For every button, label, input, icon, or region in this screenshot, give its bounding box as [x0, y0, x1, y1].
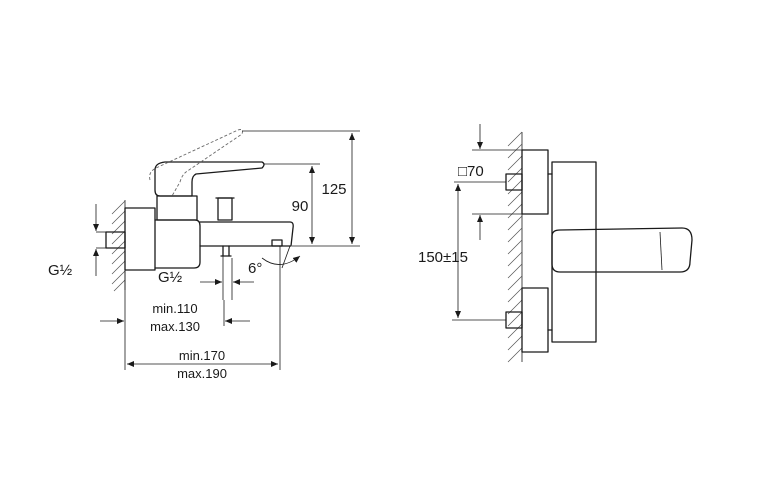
side-view: 90 125 G½ G½ 6° min.110 max.130 min.170 … — [48, 129, 360, 381]
dim-label-spout-height: 90 — [292, 198, 309, 215]
dim-label-lever-height: 125 — [321, 181, 346, 198]
upper-rosette — [521, 149, 549, 215]
angle-arc — [261, 255, 301, 265]
front-spout — [551, 227, 693, 273]
rosette-size-label: □70 — [458, 163, 484, 180]
angle-label: 6° — [248, 260, 262, 277]
front-body — [551, 161, 597, 343]
diverter-knob — [217, 197, 233, 221]
front-view: □70 150±15 — [418, 124, 693, 363]
center-distance-label: 150±15 — [418, 249, 468, 266]
dim-label-overall-min: min.170 — [179, 348, 225, 363]
thread-label-bottom: G½ — [158, 269, 183, 286]
lower-rosette — [521, 287, 549, 353]
wall-rosette — [124, 207, 156, 271]
lever-raised-ghost — [149, 129, 243, 197]
dim-label-overall-max: max.190 — [177, 366, 227, 381]
spout — [199, 221, 294, 247]
dim-label-projection-min: min.110 — [152, 301, 197, 316]
mixer-body — [154, 219, 201, 269]
dim-label-projection-max: max.130 — [150, 319, 200, 334]
inlet-connector — [105, 231, 126, 249]
wall-hatch-left — [111, 200, 126, 292]
spout-outlet — [271, 239, 283, 247]
lever — [154, 161, 265, 197]
cartridge-housing — [156, 195, 198, 221]
thread-label-left: G½ — [48, 262, 73, 279]
